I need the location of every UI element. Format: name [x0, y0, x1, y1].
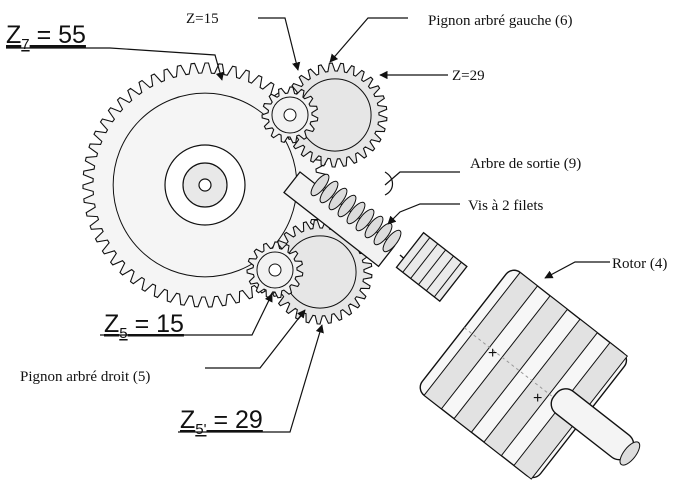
- svg-text:Z5' = 29: Z5' = 29: [180, 406, 263, 438]
- svg-text:Z5 = 15: Z5 = 15: [104, 310, 184, 342]
- worm-thread: [346, 201, 366, 225]
- label-pignon-droit: Pignon arbré droit (5): [20, 369, 150, 385]
- label-z5-prime: Z5' = 29: [180, 406, 263, 438]
- label-z29-top: Z=29: [452, 68, 485, 84]
- gear-pinion-top-z29: [282, 62, 388, 168]
- worm-thread: [382, 229, 402, 253]
- rotor-body: [419, 269, 629, 480]
- label-rotor: Rotor (4): [612, 256, 667, 272]
- svg-text:+: +: [488, 345, 497, 362]
- label-arbre-sortie: Arbre de sortie (9): [470, 156, 581, 172]
- label-z7: Z7 = 55: [6, 21, 86, 53]
- svg-text:Z7 = 55: Z7 = 55: [6, 21, 86, 53]
- worm-screw: [310, 173, 402, 253]
- gears-group: [82, 62, 388, 325]
- gear-pinion-bottom-z15: [246, 241, 304, 299]
- label-pignon-gauche: Pignon arbré gauche (6): [428, 13, 573, 29]
- rotor: + +: [395, 231, 641, 480]
- worm-thread: [364, 215, 384, 239]
- gear-pinion-top-z15: [261, 86, 319, 144]
- label-z15-top: Z=15: [186, 11, 219, 27]
- leader-lines: [6, 17, 610, 433]
- worm-thread: [328, 187, 348, 211]
- label-z5: Z5 = 15: [104, 310, 184, 342]
- label-vis: Vis à 2 filets: [468, 198, 543, 214]
- worm-thread: [319, 180, 339, 204]
- svg-text:+: +: [533, 390, 542, 407]
- worm-thread: [355, 208, 375, 232]
- worm-thread: [310, 173, 330, 197]
- worm-thread: [337, 194, 357, 218]
